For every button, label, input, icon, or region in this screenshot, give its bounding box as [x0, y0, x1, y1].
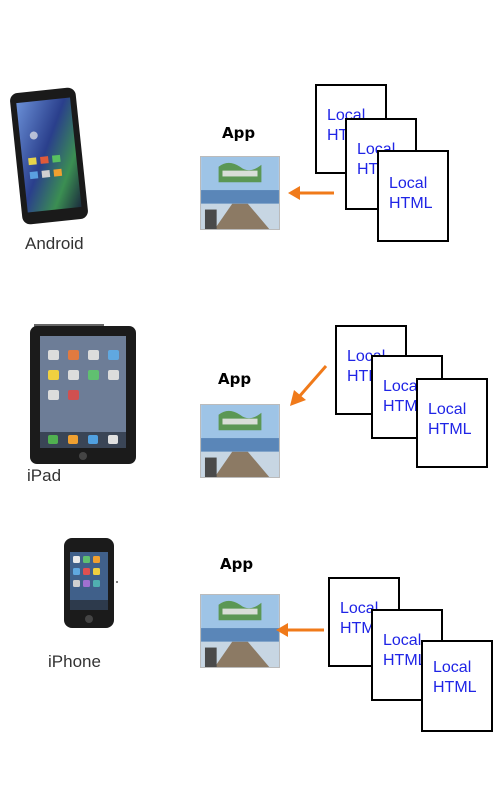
- doc-label: Local HTML: [383, 632, 427, 669]
- app-label-iphone: App: [220, 555, 254, 573]
- app-label-ipad: App: [218, 370, 252, 388]
- device-label-iphone: iPhone: [48, 652, 101, 671]
- device-label-android: Android: [25, 234, 84, 253]
- doc-label: Local HTML: [428, 401, 472, 438]
- app-thumbnail-icon: [200, 156, 280, 230]
- doc-label: Local HTML: [389, 175, 433, 212]
- device-label-ipad: iPad: [27, 466, 62, 485]
- local-html-doc-3: Local HTML: [377, 150, 449, 242]
- app-thumbnail-icon: [200, 594, 280, 668]
- arrow-left-android: [288, 186, 334, 200]
- doc-label: Local HTML: [383, 378, 427, 415]
- local-html-doc-3: Local HTML: [416, 378, 488, 468]
- arrow-left-iphone: [276, 623, 324, 637]
- ipad-icon: [30, 324, 136, 464]
- doc-label: Local HTML: [433, 659, 477, 696]
- iphone-icon: [64, 538, 118, 628]
- android-tablet-icon: [10, 87, 88, 225]
- app-label-android: App: [222, 124, 256, 142]
- local-html-doc-3: Local HTML: [421, 640, 493, 732]
- app-thumbnail-icon: [200, 404, 280, 478]
- arrow-diagonal-ipad: [290, 365, 328, 406]
